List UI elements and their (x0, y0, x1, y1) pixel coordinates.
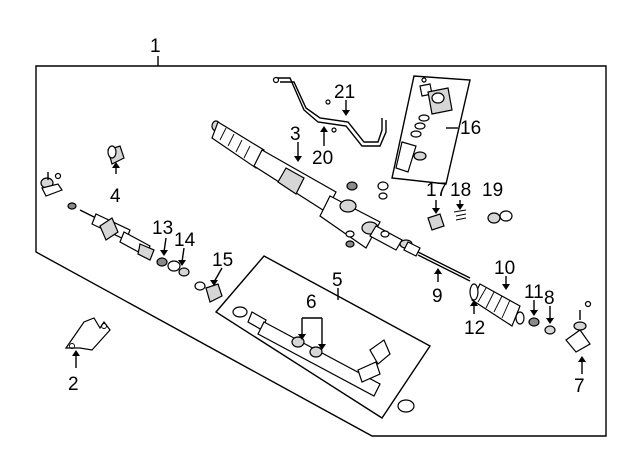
valve-parts-part-16 (395, 77, 453, 173)
callout-5: 5 (332, 270, 343, 291)
nut-part-8 (544, 325, 556, 335)
callout-3: 3 (290, 124, 301, 145)
inner-tie-rod-part-9 (399, 239, 471, 282)
assembly-outline (35, 65, 607, 437)
callout-15: 15 (212, 250, 233, 271)
callout-2: 2 (68, 374, 79, 395)
tie-rod-end-left (40, 172, 155, 261)
callout-7: 7 (574, 376, 585, 397)
callout-12: 12 (464, 318, 485, 339)
ring-part-14a (167, 260, 181, 272)
ring-part-19a (487, 212, 501, 224)
ring-part-19b (499, 210, 513, 222)
callout-11: 11 (524, 282, 544, 303)
boot-part-10 (471, 283, 525, 327)
bushing-part-17 (427, 213, 445, 231)
subassembly-outline-5 (214, 255, 432, 419)
callout-10: 10 (494, 258, 515, 279)
callout-16: 16 (460, 118, 481, 139)
callout-13: 13 (152, 218, 173, 239)
ring-part-13 (156, 257, 168, 267)
ring-part-14 (178, 267, 190, 277)
callout-1: 1 (150, 36, 161, 57)
subassembly-outline-16 (391, 75, 471, 185)
bushing-part-15 (205, 283, 223, 303)
clip-part-18 (453, 209, 467, 221)
clamp-part-12 (469, 283, 479, 301)
fluid-lines-part-20-21 (272, 76, 387, 147)
callout-6: 6 (306, 292, 317, 313)
bracket-part-2 (64, 317, 111, 351)
rack-inner-parts-part-5 (232, 306, 415, 413)
callout-4: 4 (110, 186, 121, 207)
tie-rod-end-part-7 (565, 300, 592, 353)
ring-part-15a (194, 281, 206, 291)
callout-9: 9 (432, 286, 443, 307)
callout-18: 18 (450, 180, 471, 201)
bushing-part-4 (107, 145, 125, 165)
callout-14: 14 (174, 230, 196, 251)
callout-8: 8 (544, 288, 555, 309)
callout-21: 21 (334, 82, 355, 103)
nut-part-11 (528, 317, 540, 327)
rack-housing-part-3 (211, 120, 403, 251)
callout-19: 19 (482, 180, 503, 201)
callout-17: 17 (426, 180, 447, 201)
callout-20: 20 (312, 148, 333, 169)
